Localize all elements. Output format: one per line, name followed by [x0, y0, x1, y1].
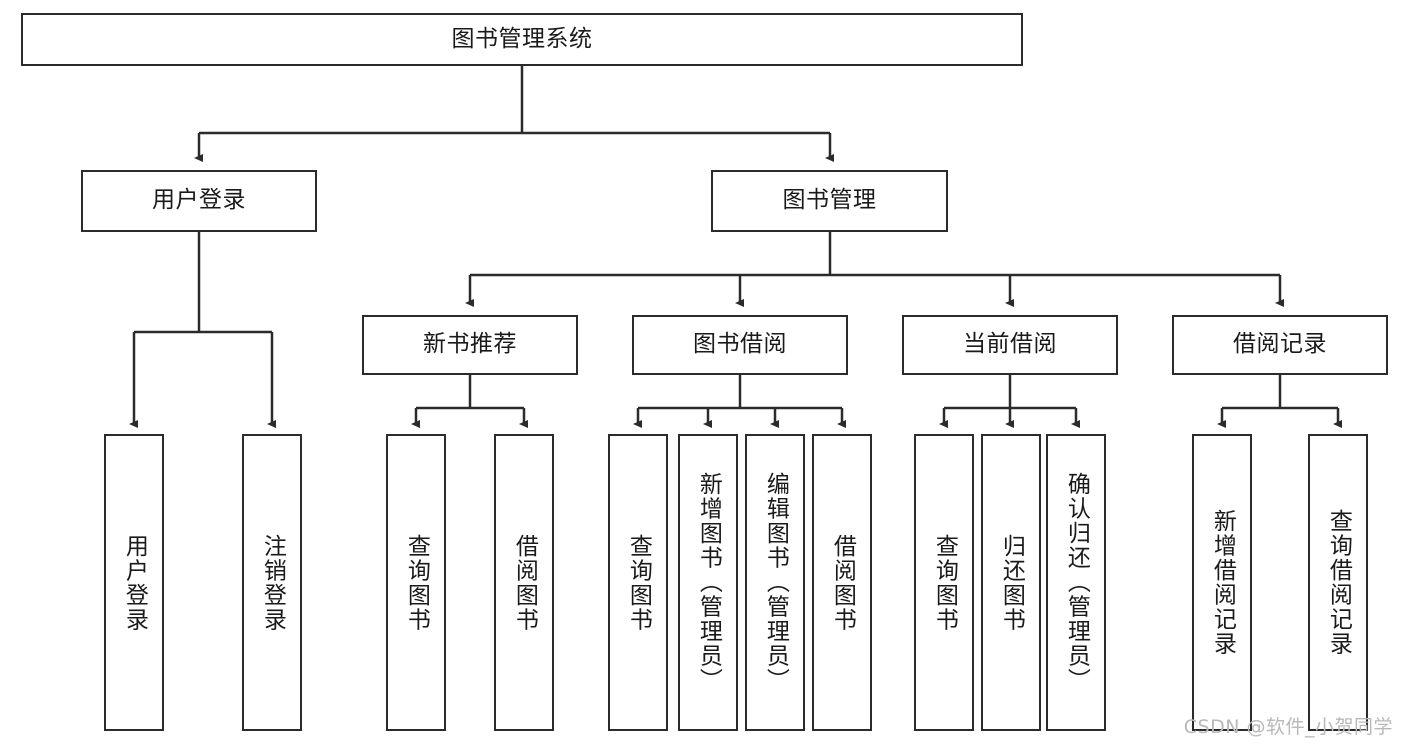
- node-book-borrow-label: 图书借阅: [693, 331, 787, 358]
- node-leaf-query-book-1-label: 查询图书: [403, 533, 430, 632]
- node-leaf-edit-book-label: 编辑图书（管理员）: [762, 472, 789, 693]
- node-leaf-query-record-label: 查询借阅记录: [1325, 509, 1352, 656]
- node-book-borrow[interactable]: 图书借阅: [632, 315, 848, 375]
- node-leaf-add-book[interactable]: 新增图书（管理员）: [678, 434, 738, 731]
- node-new-book-rec-label: 新书推荐: [423, 331, 517, 358]
- node-leaf-add-record-label: 新增借阅记录: [1209, 509, 1236, 656]
- csdn-watermark: CSDN @软件_小贺同学: [1183, 716, 1393, 738]
- node-leaf-query-book-1[interactable]: 查询图书: [386, 434, 446, 731]
- node-leaf-query-book-3[interactable]: 查询图书: [914, 434, 974, 731]
- node-root[interactable]: 图书管理系统: [21, 13, 1023, 66]
- node-leaf-return-book[interactable]: 归还图书: [981, 434, 1041, 731]
- node-leaf-query-record[interactable]: 查询借阅记录: [1308, 434, 1368, 731]
- node-leaf-query-book-2[interactable]: 查询图书: [608, 434, 668, 731]
- node-borrow-record[interactable]: 借阅记录: [1172, 315, 1388, 375]
- node-borrow-record-label: 借阅记录: [1233, 331, 1327, 358]
- node-leaf-borrow-book-2-label: 借阅图书: [829, 533, 856, 632]
- node-leaf-add-record[interactable]: 新增借阅记录: [1192, 434, 1252, 731]
- node-leaf-borrow-book-2[interactable]: 借阅图书: [812, 434, 872, 731]
- node-book-manage[interactable]: 图书管理: [711, 170, 948, 232]
- node-leaf-query-book-2-label: 查询图书: [625, 533, 652, 632]
- node-leaf-edit-book[interactable]: 编辑图书（管理员）: [745, 434, 805, 731]
- node-leaf-user-logout[interactable]: 注销登录: [242, 434, 302, 731]
- node-leaf-borrow-book-1-label: 借阅图书: [511, 533, 538, 632]
- node-user-login-label: 用户登录: [152, 187, 246, 214]
- node-root-label: 图书管理系统: [451, 25, 593, 52]
- node-leaf-user-login[interactable]: 用户登录: [104, 434, 164, 731]
- node-new-book-rec[interactable]: 新书推荐: [362, 315, 578, 375]
- node-user-login[interactable]: 用户登录: [81, 170, 317, 232]
- node-current-borrow-label: 当前借阅: [963, 331, 1057, 358]
- node-current-borrow[interactable]: 当前借阅: [902, 315, 1118, 375]
- node-leaf-query-book-3-label: 查询图书: [931, 533, 958, 632]
- node-leaf-return-book-label: 归还图书: [998, 533, 1025, 632]
- node-leaf-user-logout-label: 注销登录: [259, 533, 286, 632]
- node-leaf-confirm-return-label: 确认归还（管理员）: [1063, 472, 1090, 693]
- node-leaf-add-book-label: 新增图书（管理员）: [695, 472, 722, 693]
- node-leaf-confirm-return[interactable]: 确认归还（管理员）: [1046, 434, 1106, 731]
- node-leaf-user-login-label: 用户登录: [121, 533, 148, 632]
- node-leaf-borrow-book-1[interactable]: 借阅图书: [494, 434, 554, 731]
- node-book-manage-label: 图书管理: [782, 187, 877, 214]
